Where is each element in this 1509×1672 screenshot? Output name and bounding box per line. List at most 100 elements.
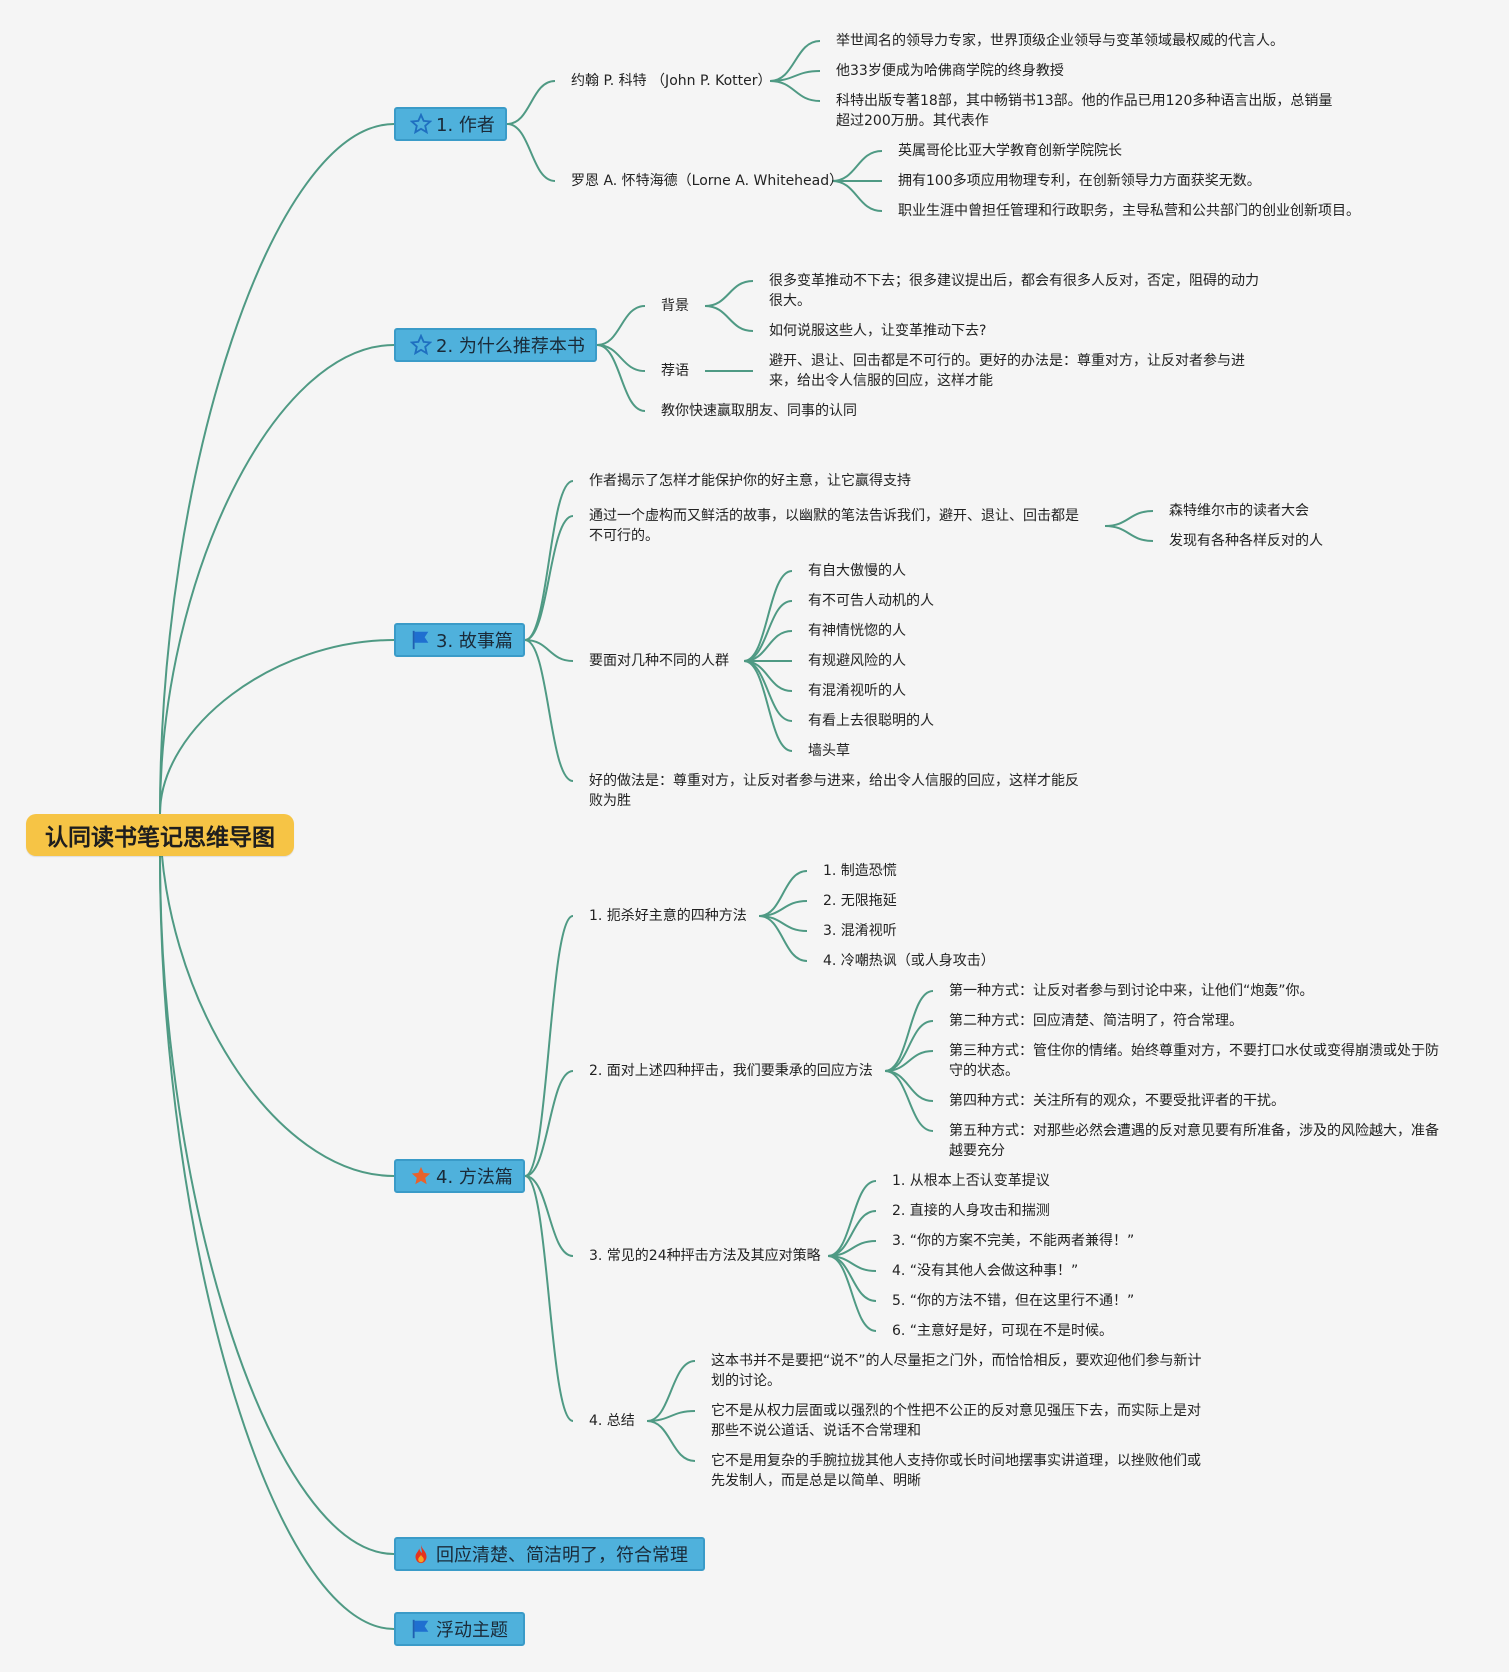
connector-line — [884, 1070, 934, 1102]
topic-label: 浮动主题 — [436, 1620, 508, 1641]
connector-line — [524, 1175, 574, 1257]
root-connector — [159, 639, 395, 815]
connector-line — [827, 1180, 877, 1257]
background-detail[interactable]: 如何说服这些人，让变革推动下去? — [769, 323, 987, 339]
story-good[interactable]: 好的做法是：尊重对方，让反对者参与进来，给出令人信服的回应，这样才能反败为胜 — [589, 773, 1079, 809]
connector-line — [524, 639, 574, 782]
respond-item[interactable]: 第三种方式：管住你的情绪。始终尊重对方，不要打口水仗或变得崩溃或处于防守的状态。 — [949, 1043, 1439, 1079]
respond-item[interactable]: 第四种方式：关注所有的观众，不要受批评者的干扰。 — [949, 1093, 1285, 1109]
kotter-detail[interactable]: 科特出版专著18部，其中畅销书13部。他的作品已用120多种语言出版，总销量超过… — [836, 93, 1333, 129]
group-item[interactable]: 有自大傲慢的人 — [808, 563, 906, 579]
fiction-child[interactable]: 森特维尔市的读者大会 — [1169, 503, 1309, 519]
respond-item[interactable]: 第二种方式：回应清楚、简洁明了，符合常理。 — [949, 1013, 1243, 1029]
method-respond[interactable]: 2. 面对上述四种抨击，我们要秉承的回应方法 — [589, 1063, 873, 1079]
method-attacks[interactable]: 3. 常见的24种抨击方法及其应对策略 — [589, 1248, 821, 1264]
star-outline-icon — [410, 334, 432, 356]
connector-line — [884, 1070, 934, 1132]
group-item[interactable]: 有规避风险的人 — [808, 653, 906, 669]
group-item[interactable]: 有不可告人动机的人 — [808, 593, 934, 609]
background-detail[interactable]: 很多变革推动不下去；很多建议提出后，都会有很多人反对，否定，阻碍的动力很大。 — [769, 273, 1259, 309]
respond-item[interactable]: 第一种方式：让反对者参与到讨论中来，让他们“炮轰”你。 — [949, 983, 1314, 999]
topic-label: 4. 方法篇 — [436, 1167, 513, 1188]
topic-why-recommend[interactable]: 2. 为什么推荐本书 — [394, 328, 597, 362]
kill-item[interactable]: 1. 制造恐慌 — [823, 863, 897, 879]
connector-line — [524, 1175, 574, 1422]
kotter-detail[interactable]: 他33岁便成为哈佛商学院的终身教授 — [836, 63, 1064, 79]
connector-line — [884, 990, 934, 1072]
connector-line — [743, 660, 793, 722]
attack-item[interactable]: 4. “没有其他人会做这种事！” — [892, 1263, 1079, 1279]
whitehead-detail[interactable]: 拥有100多项应用物理专利，在创新领导力方面获奖无数。 — [898, 173, 1261, 189]
connector-line — [884, 1050, 934, 1072]
attack-item[interactable]: 5. “你的方法不错，但在这里行不通！” — [892, 1293, 1135, 1309]
kill-item[interactable]: 3. 混淆视听 — [823, 923, 897, 939]
root-topic[interactable]: 认同读书笔记思维导图 — [26, 814, 294, 856]
connector-line — [506, 80, 556, 125]
why-blurb[interactable]: 荐语 — [661, 363, 689, 379]
root-connector — [159, 855, 395, 1630]
connector-line — [596, 305, 646, 346]
group-item[interactable]: 有混淆视听的人 — [808, 683, 906, 699]
story-reveal[interactable]: 作者揭示了怎样才能保护你的好主意，让它赢得支持 — [589, 473, 911, 489]
fire-icon — [410, 1543, 432, 1565]
topic-label: 3. 故事篇 — [436, 631, 513, 652]
connector-line — [646, 1420, 696, 1462]
connector-line — [743, 660, 793, 752]
topic-respond-clearly[interactable]: 回应清楚、简洁明了，符合常理 — [394, 1537, 705, 1571]
topic-label: 回应清楚、简洁明了，符合常理 — [436, 1545, 688, 1566]
summary-item[interactable]: 它不是从权力层面或以强烈的个性把不公正的反对意见强压下去，而实际上是对那些不说公… — [711, 1403, 1201, 1439]
topic-method[interactable]: 4. 方法篇 — [394, 1159, 525, 1193]
topic-author[interactable]: 1. 作者 — [394, 107, 507, 141]
connector-line — [506, 123, 556, 182]
connector-line — [831, 180, 883, 212]
connector-line — [743, 570, 793, 662]
summary-item[interactable]: 这本书并不是要把“说不”的人尽量拒之门外，而恰恰相反，要欢迎他们参与新计划的讨论… — [711, 1353, 1202, 1389]
orange-star-icon — [410, 1165, 432, 1187]
attack-item[interactable]: 6. “主意好是好，可现在不是时候。 — [892, 1323, 1114, 1339]
blurb-detail[interactable]: 避开、退让、回击都是不可行的。更好的办法是：尊重对方，让反对者参与进来，给出令人… — [769, 353, 1245, 389]
attack-item[interactable]: 3. “你的方案不完美，不能两者兼得！” — [892, 1233, 1135, 1249]
connector-line — [524, 1070, 574, 1177]
connector-line — [646, 1360, 696, 1422]
connector-line — [596, 344, 646, 412]
story-fiction[interactable]: 通过一个虚构而又鲜活的故事，以幽默的笔法告诉我们，避开、退让、回击都是不可行的。 — [589, 508, 1079, 544]
fiction-child[interactable]: 发现有各种各样反对的人 — [1169, 533, 1323, 549]
attack-item[interactable]: 1. 从根本上否认变革提议 — [892, 1173, 1050, 1189]
connector-line — [1104, 510, 1154, 527]
respond-item[interactable]: 第五种方式：对那些必然会遭遇的反对意见要有所准备，涉及的风险越大，准备越要充分 — [949, 1123, 1439, 1159]
connector-line — [1104, 525, 1154, 542]
author-kotter[interactable]: 约翰 P. 科特 （John P. Kotter） — [571, 73, 772, 89]
author-whitehead[interactable]: 罗恩 A. 怀特海德（Lorne A. Whitehead） — [571, 173, 844, 189]
story-groups[interactable]: 要面对几种不同的人群 — [589, 653, 729, 669]
summary-item[interactable]: 它不是用复杂的手腕拉拢其他人支持你或长时间地摆事实讲道理，以挫败他们或先发制人，… — [711, 1453, 1201, 1489]
connector-line — [758, 915, 808, 962]
topic-story[interactable]: 3. 故事篇 — [394, 623, 525, 657]
connector-line — [524, 915, 574, 1177]
why-extra[interactable]: 教你快速赢取朋友、同事的认同 — [661, 403, 857, 419]
connector-line — [704, 305, 754, 332]
connector-line — [704, 280, 754, 307]
method-summary[interactable]: 4. 总结 — [589, 1413, 635, 1429]
topic-floating[interactable]: 浮动主题 — [394, 1612, 525, 1646]
connector-line — [524, 480, 574, 641]
topic-label: 1. 作者 — [436, 115, 495, 136]
connector-line — [827, 1255, 877, 1332]
kill-item[interactable]: 2. 无限拖延 — [823, 893, 897, 909]
attack-item[interactable]: 2. 直接的人身攻击和揣测 — [892, 1203, 1050, 1219]
why-background[interactable]: 背景 — [661, 298, 689, 314]
group-item[interactable]: 墙头草 — [808, 743, 850, 759]
root-connector — [159, 344, 395, 815]
connector-line — [596, 344, 646, 372]
group-item[interactable]: 有看上去很聪明的人 — [808, 713, 934, 729]
method-kill[interactable]: 1. 扼杀好主意的四种方法 — [589, 908, 747, 924]
group-item[interactable]: 有神情恍惚的人 — [808, 623, 906, 639]
kotter-detail[interactable]: 举世闻名的领导力专家，世界顶级企业领导与变革领域最权威的代言人。 — [836, 33, 1284, 49]
whitehead-detail[interactable]: 英属哥伦比亚大学教育创新学院院长 — [898, 143, 1122, 159]
connector-line — [524, 639, 574, 662]
connector-line — [769, 80, 821, 102]
connector-line — [524, 515, 574, 641]
whitehead-detail[interactable]: 职业生涯中曾担任管理和行政职务，主导私营和公共部门的创业创新项目。 — [898, 203, 1360, 219]
kill-item[interactable]: 4. 冷嘲热讽（或人身攻击） — [823, 953, 995, 969]
